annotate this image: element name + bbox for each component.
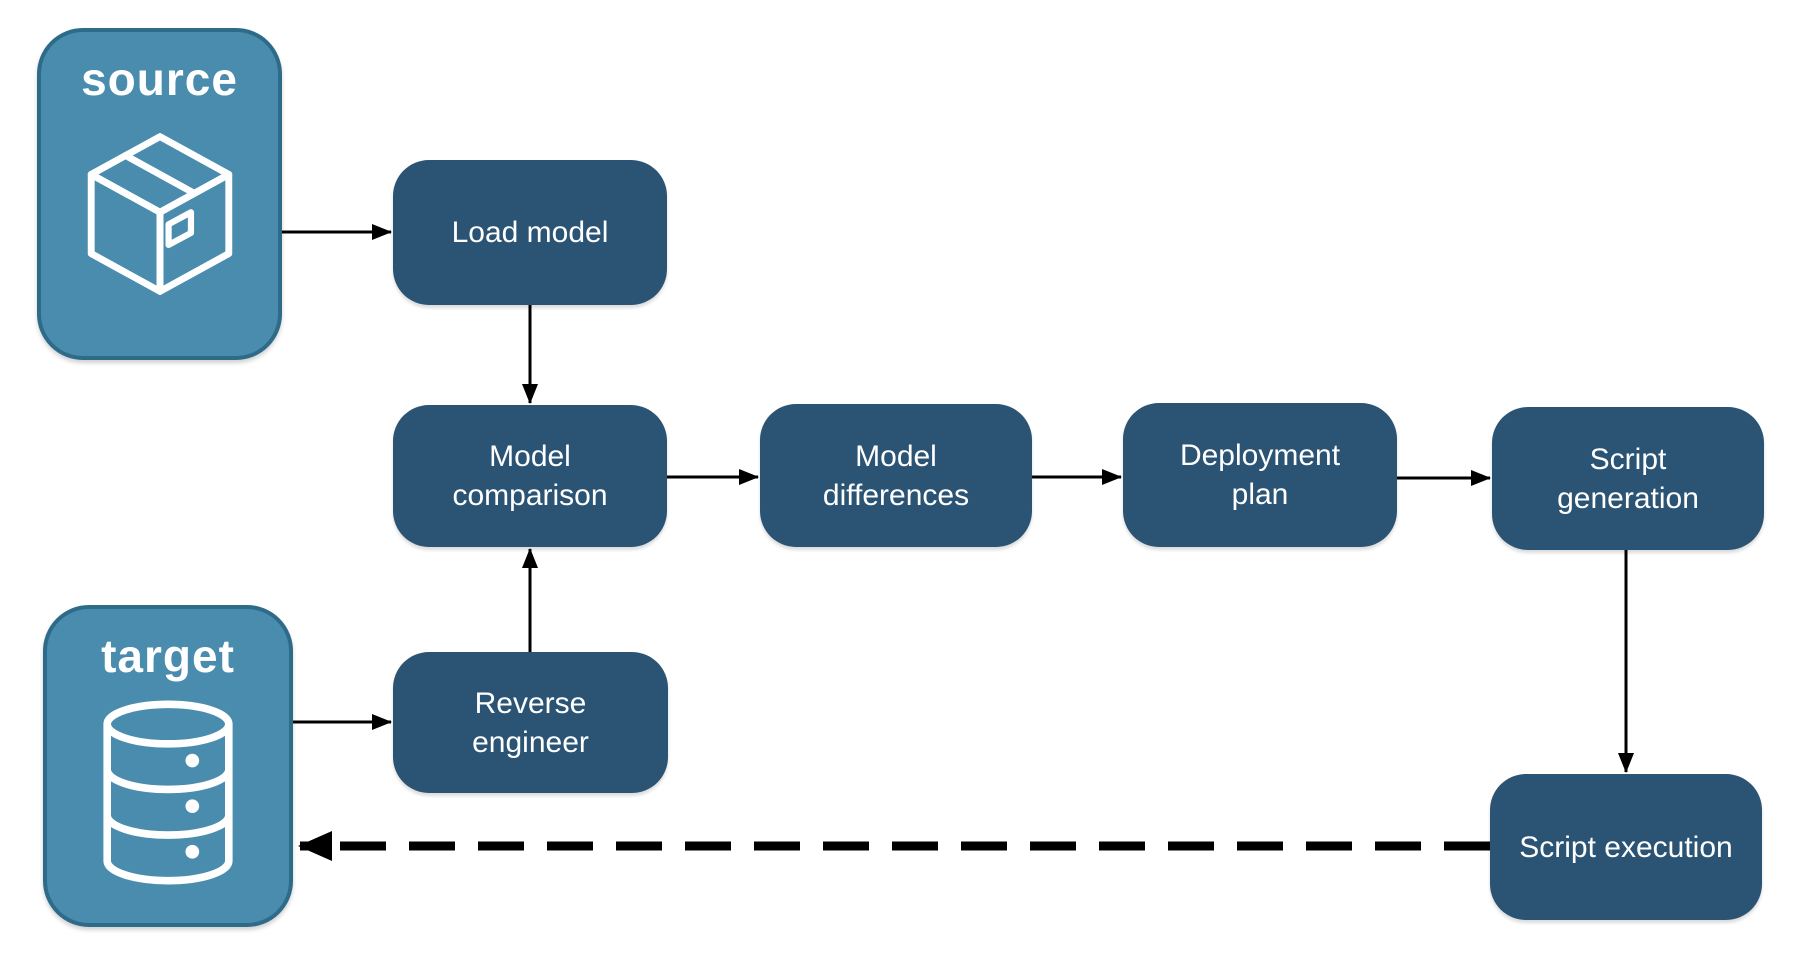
- target-label: target: [101, 630, 235, 682]
- node-reverse-engineer: Reverse engineer: [393, 652, 668, 793]
- node-deployment-plan: Deployment plan: [1123, 403, 1397, 547]
- node-label: Deployment plan: [1179, 439, 1341, 511]
- node-label: Script generation: [1557, 442, 1699, 515]
- node-model-differences: Model differences: [760, 404, 1032, 547]
- node-script-execution: Script execution: [1490, 774, 1762, 920]
- node-label: Reverse engineer: [472, 686, 589, 759]
- node-model-comparison: Model comparison: [393, 405, 667, 547]
- node-label: Model differences: [822, 439, 970, 512]
- node-load-model: Load model: [393, 160, 667, 305]
- node-source: source: [37, 28, 282, 360]
- node-label: Load model: [451, 216, 609, 249]
- node-label: Script execution: [1519, 830, 1733, 864]
- node-script-generation: Script generation: [1492, 407, 1764, 550]
- node-target: target: [43, 605, 293, 927]
- database-icon: [103, 700, 233, 885]
- package-icon: [87, 133, 232, 295]
- source-label: source: [81, 53, 238, 105]
- node-label: Model comparison: [452, 440, 608, 512]
